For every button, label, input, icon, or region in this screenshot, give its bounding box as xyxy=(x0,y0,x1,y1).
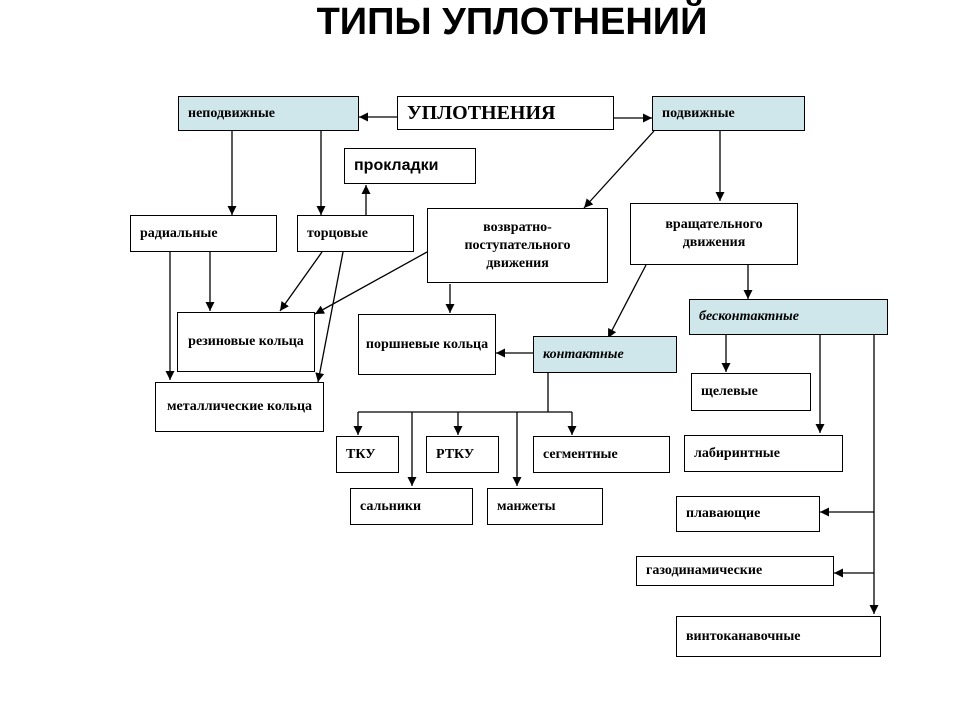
node-labyrinth: лабиринтные xyxy=(684,435,843,472)
node-tku: ТКУ xyxy=(336,436,399,473)
node-rtku: РТКУ xyxy=(426,436,499,473)
node-gasdynamic: газодинамические xyxy=(636,556,834,586)
node-screw-groove: винтоканавочные xyxy=(676,616,881,657)
node-stuffing: сальники xyxy=(350,488,473,525)
edge-moving-reciprocating xyxy=(583,130,655,209)
node-slot: щелевые xyxy=(691,373,811,411)
node-root: УПЛОТНЕНИЯ xyxy=(397,96,614,130)
node-metal-rings: металлические кольца xyxy=(155,382,324,432)
node-fixed: неподвижные xyxy=(178,96,359,131)
edge-face-metal xyxy=(315,251,344,383)
node-rotational: вращательного движения xyxy=(630,203,798,265)
node-rubber-rings: резиновые кольца xyxy=(177,312,315,372)
node-radial: радиальные xyxy=(130,215,277,252)
edge-rotational-contact xyxy=(607,264,647,339)
node-gaskets: прокладки xyxy=(344,148,476,184)
node-cuffs: манжеты xyxy=(487,488,603,525)
node-segment: сегментные xyxy=(533,436,670,473)
node-piston-rings: поршневые кольца xyxy=(358,314,496,375)
node-moving: подвижные xyxy=(652,96,805,131)
node-face: торцовые xyxy=(297,215,414,252)
edge-face-rubber xyxy=(279,251,323,312)
node-contact: контактные xyxy=(533,336,677,373)
edge-recip-rubber xyxy=(314,251,428,315)
node-noncontact: бесконтактные xyxy=(689,299,888,335)
node-reciprocating: возвратно-поступательного движения xyxy=(427,208,608,283)
page-title: ТИПЫ УПЛОТНЕНИЙ xyxy=(316,1,708,43)
node-floating: плавающие xyxy=(676,496,820,532)
